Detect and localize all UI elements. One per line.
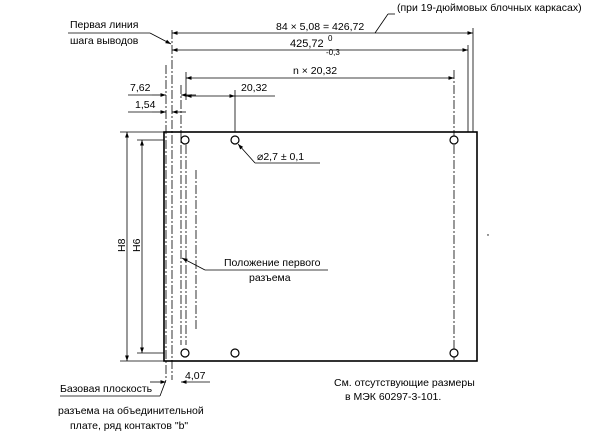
base-plane-1: Базовая плоскость — [60, 383, 153, 395]
leader-first-line-diag — [149, 32, 172, 45]
connector-position-1: Положение первого — [224, 257, 321, 269]
dim-425-upper: 0 — [328, 34, 333, 43]
dim-425-value: 425,72 — [290, 38, 324, 50]
leader-hole — [237, 143, 256, 164]
hole-bottom-right — [449, 348, 459, 358]
dim-n-pitch: n × 20,32 — [293, 65, 337, 77]
hole-bottom-second — [230, 348, 240, 358]
base-plane-2: разъема на объединительной — [58, 405, 204, 417]
hole-top-second — [230, 135, 240, 145]
board-outline — [163, 131, 478, 362]
label-h8: H8 — [116, 238, 128, 252]
connector-position-2: разъема — [249, 272, 291, 284]
label-first-line-1: Первая линия — [70, 19, 138, 31]
leader-connector — [181, 257, 206, 271]
note-19-inch: (при 19-дюймовых блочных каркасах) — [397, 2, 582, 14]
hole-diameter: ⌀2,7 ± 0,1 — [257, 151, 304, 163]
dim-154: 1,54 — [135, 99, 156, 111]
leader-base-plane — [159, 379, 167, 397]
missing-dims-2: в МЭК 60297-3-101. — [345, 391, 441, 403]
hole-top-right — [449, 135, 459, 145]
dim-407: 4,07 — [185, 370, 206, 382]
dim-762: 7,62 — [130, 82, 151, 94]
dim-pitch: 20,32 — [241, 82, 267, 94]
base-plane-3: плате, ряд контактов "b" — [70, 420, 188, 432]
stray-mark — [487, 234, 489, 236]
label-h6: H6 — [131, 238, 143, 252]
missing-dims-1: См. отсутствующие размеры — [334, 377, 475, 389]
leader-19-inch-diag — [374, 13, 389, 34]
hole-top-left — [180, 135, 190, 145]
dim-425-lower: -0,3 — [326, 48, 340, 57]
hole-bottom-left — [180, 348, 190, 358]
label-first-line-2: шага выводов — [70, 35, 139, 47]
dim-total: 84 × 5,08 = 426,72 — [276, 21, 364, 33]
